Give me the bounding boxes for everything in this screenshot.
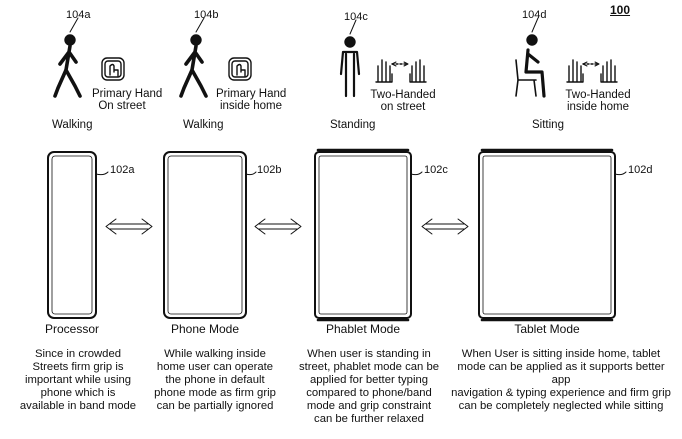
- reference-label: 104d: [522, 9, 547, 21]
- left-hand-icon: [375, 59, 393, 83]
- mode-label: Phone Mode: [170, 322, 240, 336]
- reference-label: 104a: [66, 9, 91, 21]
- reference-label: 104b: [194, 9, 219, 21]
- mode-description: Since in crowded Streets firm grip is im…: [19, 348, 137, 412]
- device-phone: [163, 151, 247, 319]
- mode-label: Tablet Mode: [514, 322, 580, 336]
- activity-label: Walking: [183, 119, 224, 131]
- transition-arrow: [254, 218, 302, 235]
- right-hand-icon: [409, 59, 427, 83]
- leader-104b: [195, 17, 205, 33]
- mode-description: When user is standing in street, phablet…: [298, 348, 440, 425]
- leader-102c: [410, 171, 423, 176]
- right-hand-icon: [600, 59, 618, 83]
- activity-label: Walking: [52, 119, 93, 131]
- reference-label: 102a: [110, 164, 135, 176]
- transition-arrow: [421, 218, 469, 235]
- leader-102d: [614, 171, 627, 176]
- hand-label: Two-Handed: [370, 89, 436, 101]
- sitting-person-icon: [515, 34, 546, 98]
- mode-label: Processor: [44, 322, 100, 336]
- standing-person-icon: [339, 36, 361, 98]
- hand-label: Primary Hand: [216, 88, 287, 100]
- device-tablet: [478, 148, 616, 322]
- hand-gesture-icon: [228, 57, 252, 81]
- leader-102b: [245, 171, 257, 176]
- leader-102a: [95, 171, 109, 176]
- walking-person-icon: [179, 34, 208, 98]
- hand-label: inside home: [219, 100, 282, 112]
- mode-label: Phablet Mode: [325, 322, 401, 336]
- activity-label: Standing: [330, 119, 376, 131]
- reference-label: 104c: [344, 11, 368, 23]
- hand-label: on street: [380, 101, 426, 113]
- hand-gesture-icon: [101, 57, 125, 81]
- hand-label: Primary Hand: [92, 88, 163, 100]
- reference-label: 102c: [424, 164, 448, 176]
- walking-person-icon: [53, 34, 82, 98]
- reference-label: 102d: [628, 164, 653, 176]
- hand-label: Two-Handed: [565, 89, 631, 101]
- activity-label: Sitting: [532, 119, 564, 131]
- device-phablet: [314, 148, 412, 322]
- hand-label: On street: [98, 100, 146, 112]
- left-hand-icon: [566, 59, 584, 83]
- reference-label: 102b: [257, 164, 282, 176]
- mode-description: While walking inside home user can opera…: [154, 348, 276, 412]
- leader-104d: [531, 17, 539, 33]
- transition-arrow: [105, 218, 153, 235]
- device-band: [47, 151, 97, 319]
- hand-label: inside home: [566, 101, 629, 113]
- leader-104a: [69, 17, 79, 33]
- leader-104c: [349, 19, 357, 35]
- mode-description: When User is sitting inside home, tablet…: [451, 348, 671, 412]
- figure-number: 100: [610, 3, 631, 17]
